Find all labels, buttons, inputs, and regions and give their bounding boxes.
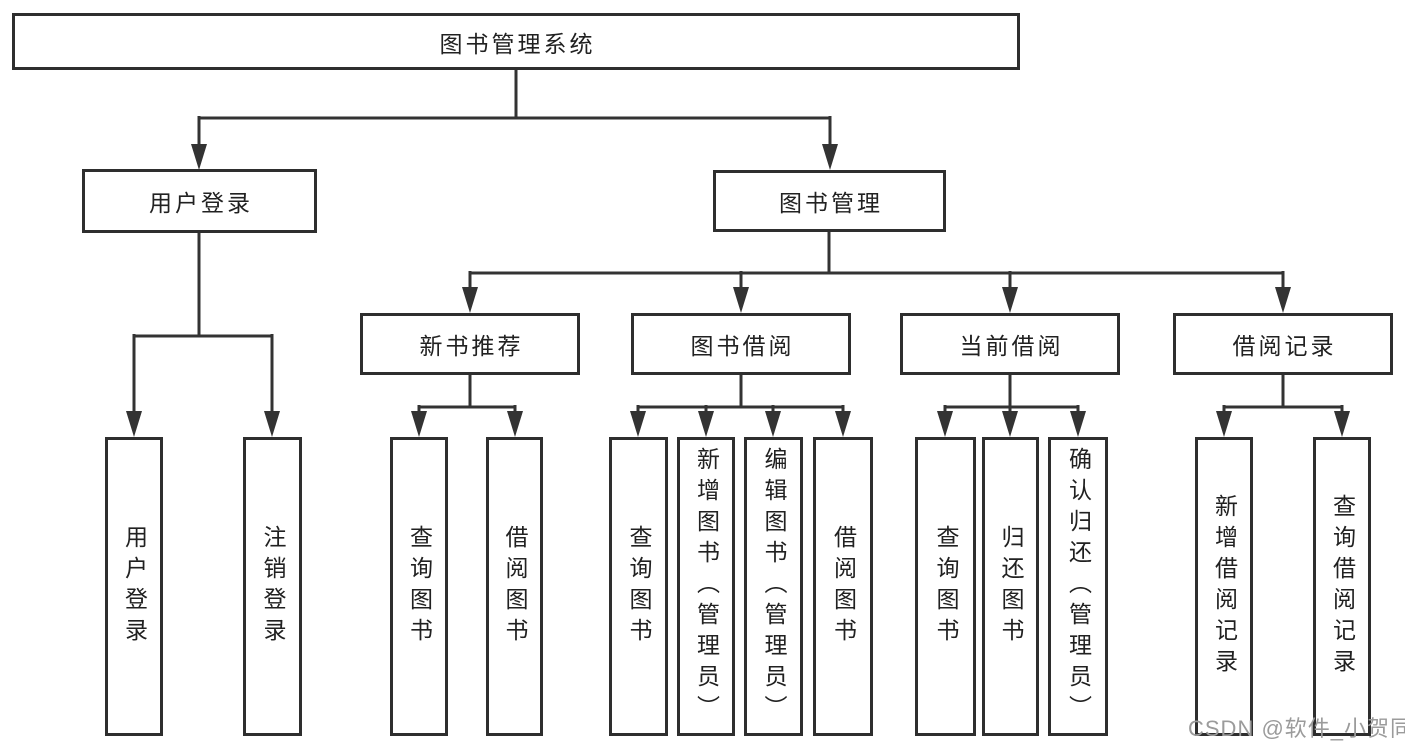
leaf-query-books-2-label: 查询图书 [626,524,652,649]
leaf-query-books-3-label: 查询图书 [933,524,959,649]
node-book-management: 图书管理 [713,170,946,232]
leaf-user-login: 用户登录 [105,437,163,736]
leaf-query-books-2: 查询图书 [609,437,668,736]
leaf-add-borrow-record-label: 新增借阅记录 [1211,493,1238,680]
node-book-borrowing: 图书借阅 [631,313,851,375]
leaf-return-book: 归还图书 [982,437,1039,736]
leaf-borrow-books-2: 借阅图书 [813,437,873,736]
node-new-book-recommendation: 新书推荐 [360,313,580,375]
leaf-query-borrow-record: 查询借阅记录 [1313,437,1371,736]
node-borrowing-records: 借阅记录 [1173,313,1393,375]
connector-segments [132,70,1344,413]
leaf-add-book-admin-label: 新增图书（管理员） [693,447,720,726]
leaf-logout: 注销登录 [243,437,302,736]
leaf-query-borrow-record-label: 查询借阅记录 [1329,493,1356,680]
leaf-add-book-admin: 新增图书（管理员） [677,437,735,736]
leaf-logout-label: 注销登录 [260,524,286,649]
node-user-login: 用户登录 [82,169,317,233]
leaf-user-login-label: 用户登录 [121,524,148,649]
leaf-query-books-3: 查询图书 [915,437,976,736]
node-current-borrowing: 当前借阅 [900,313,1120,375]
node-library-management-system: 图书管理系统 [12,13,1020,70]
leaf-add-borrow-record: 新增借阅记录 [1195,437,1253,736]
leaf-edit-book-admin: 编辑图书（管理员） [744,437,803,736]
leaf-query-books-1: 查询图书 [390,437,448,736]
leaf-return-book-label: 归还图书 [998,524,1024,649]
arrowheads [126,144,1350,437]
leaf-borrow-books-2-label: 借阅图书 [830,524,857,649]
leaf-borrow-books-1: 借阅图书 [486,437,543,736]
leaf-borrow-books-1-label: 借阅图书 [502,524,528,649]
leaf-confirm-return-admin-label: 确认归还（管理员） [1065,447,1092,726]
leaf-confirm-return-admin: 确认归还（管理员） [1048,437,1108,736]
leaf-edit-book-admin-label: 编辑图书（管理员） [761,447,787,726]
leaf-query-books-1-label: 查询图书 [406,524,433,649]
csdn-watermark: CSDN @软件_小贺同学 [1188,716,1405,741]
